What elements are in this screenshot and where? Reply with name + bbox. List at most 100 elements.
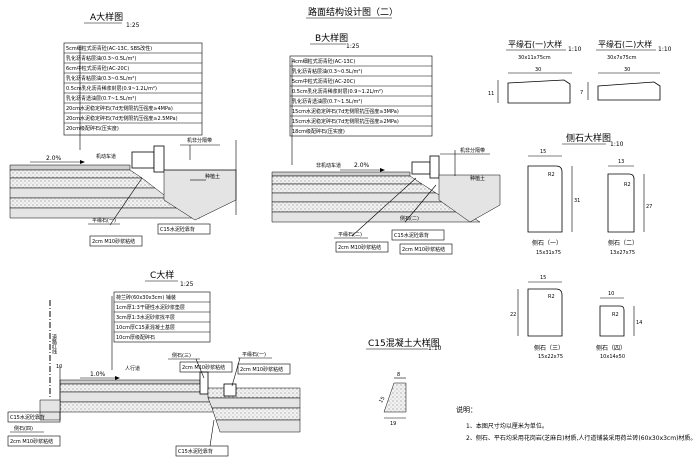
side-stone-4-size: 10x14x50 [600, 354, 625, 360]
c15-dim-bottom: 19 [390, 421, 396, 427]
c15-dim-top: 8 [397, 372, 400, 378]
side-stone-1-dim-w: 15 [540, 149, 546, 155]
detail-b-mortar-box [335, 241, 389, 253]
flat-stone-2-dim-w: 30 [624, 67, 630, 73]
side-stone-2-radius: R2 [624, 182, 631, 188]
detail-b-sep: 机非分隔带 [460, 147, 485, 154]
detail-c-walk: 人行道 [125, 365, 140, 372]
detail-b-soil: 种植土 [470, 175, 485, 182]
detail-c-mortar3-box [179, 361, 233, 373]
side-stone-1-size: 15x31x75 [536, 250, 561, 256]
detail-a-layer: 6cm中粒式沥青砼(AC-20C) [66, 65, 129, 72]
detail-a-layer: 20cm级配碎石(压实度) [66, 125, 119, 132]
detail-b-curb [411, 161, 431, 175]
detail-b-mortar2-box [399, 243, 453, 255]
side-stone-2-label: 侧石（二） [608, 239, 638, 247]
detail-c-concrete-right-box [175, 445, 229, 457]
detail-c-mortar3: 2cm M10砂浆粘结 [182, 364, 225, 371]
detail-b-mortar: 2cm M10砂浆粘结 [338, 244, 381, 251]
detail-a-layer: 5cm细粒式沥青砼(AC-13C, SBS改性) [66, 45, 152, 52]
detail-c-concrete-right: C15水泥砼靠背 [178, 448, 213, 455]
detail-c-layer: 荷兰砖(60x30x3cm) 铺装 [116, 294, 176, 301]
detail-b-concrete: C15水泥砼靠背 [394, 232, 429, 239]
detail-b: B大样图 1:25 4cm细粒式沥青砼(AC-13C) 乳化沥青粘层油(0.3~… [271, 32, 501, 255]
detail-a-layer: 乳化沥青透油层(0.7~1.5L/m²) [66, 95, 136, 102]
detail-b-layer: 乳化沥青粘层油(0.3~0.5L/m²) [292, 68, 362, 75]
side-stone-1-dim-h: 31 [574, 198, 580, 204]
detail-b-scale: 1:25 [346, 43, 360, 50]
side-stone-4-dim-h: 14 [636, 320, 642, 326]
flat-stone-2-heading: 平缘石(二)大样 [598, 39, 652, 49]
side-stone-2-shape [607, 173, 635, 233]
side-stone-1-shape [527, 165, 563, 233]
flat-stone-1-dim-h: 11 [488, 91, 494, 97]
detail-b-layer: 5cm中粒式沥青砼(AC-20C) [292, 78, 355, 85]
detail-a-layer: 20cm水泥稳定碎石(7d无侧限抗压强度≥2.5MPa) [66, 115, 178, 122]
detail-a-pavement: 2.0% 机动车道 机非分隔带 种植土 [9, 137, 237, 221]
flat-stone-2: 平缘石(二)大样 1:10 30x7x75cm 30 7 [580, 39, 672, 101]
side-stone-4-label: 侧石（四） [596, 344, 626, 352]
detail-c-concrete-left-box [7, 411, 61, 423]
flat-stone-1-dim-w: 30 [535, 67, 541, 73]
detail-a-layer: 乳化沥青粘层油(0.3~0.5L/m²) [66, 75, 136, 82]
c15-scale: 1:10 [428, 345, 442, 352]
c15-heading: C15混凝土大样图 [368, 337, 440, 349]
detail-a-side-stone [153, 145, 165, 173]
notes: 说明： 1、本图尺寸均以厘米为单位。 2、侧石、平石均采用花岗岩(芝麻白)材质,… [456, 405, 694, 442]
detail-a-layer-labels: 5cm细粒式沥青砼(AC-13C, SBS改性) 乳化沥青粘层油(0.3~0.5… [63, 42, 203, 150]
detail-a-layer: 20cm水泥稳定碎石(7d无侧限抗压强度≥4MPa) [66, 105, 173, 112]
side-stone-4-radius: R2 [612, 312, 619, 318]
detail-c-mortar4-box [237, 363, 291, 375]
side-stone-scale: 1:10 [610, 141, 624, 148]
detail-c-slope: 1.0% [90, 371, 106, 378]
detail-b-layer: 4cm细粒式沥青砼(AC-13C) [292, 58, 355, 65]
flat-stone-1-scale: 1:10 [568, 46, 582, 53]
notes-title: 说明： [456, 405, 477, 414]
detail-c-mortar5-box [7, 435, 61, 447]
detail-c-mortar4: 2cm M10砂浆粘结 [240, 366, 283, 373]
detail-c-pavement: 1.0% 人行道 [39, 365, 301, 433]
detail-b-curb2: 侧石(二) [400, 215, 419, 222]
detail-a-heading: A大样图 [90, 11, 123, 23]
notes-item: 1、本图尺寸均以厘米为单位。 [466, 422, 548, 430]
detail-c-flat: 平缘石(一) [242, 351, 266, 358]
flat-stone-1: 平缘石(一)大样 1:10 30x11x75cm 30 11 [488, 39, 582, 104]
detail-a-sep: 机非分隔带 [187, 137, 212, 144]
detail-c-label-frame [113, 291, 211, 343]
detail-c-curb4: 侧石(四) [14, 425, 33, 432]
detail-b-concrete-box [391, 229, 445, 241]
detail-b-layer: 15cm水泥稳定碎石(7d无侧限抗压强度≥3MPa) [292, 108, 399, 115]
notes-item: 2、侧石、平石均采用花岗岩(芝麻白)材质,人行道铺装采用荷兰砖(60x30x3c… [466, 434, 694, 442]
flat-stone-2-size: 30x7x75cm [607, 55, 637, 61]
detail-b-layer: 15cm水泥稳定碎石(7d无侧限抗压强度≥2MPa) [292, 118, 399, 125]
detail-b-layer: 乳化沥青透油层(0.7~1.5L/m²) [292, 98, 362, 105]
c15-shape [383, 382, 407, 413]
side-stone-1-radius: R2 [548, 172, 555, 178]
side-stone-3-dim-h: 22 [510, 312, 516, 318]
detail-b-curb-label: 平缘石(二) [338, 231, 362, 238]
side-stone-3-size: 15x22x75 [538, 354, 563, 360]
detail-b-planting [438, 174, 501, 223]
detail-a-concrete-box [157, 223, 211, 235]
detail-c-heading: C大样 [150, 269, 174, 281]
detail-c-dim-10: 10 [56, 364, 62, 370]
side-stone-1-label: 侧石（一） [532, 239, 562, 247]
detail-b-lane: 非机动车道 [316, 162, 341, 169]
detail-c-concrete-left: C15水泥砼靠背 [10, 414, 45, 421]
detail-c-layer: 1cm厚1:3干硬性水泥砂浆垫层 [116, 304, 185, 311]
side-stone-3-dim-w: 15 [540, 275, 546, 281]
detail-a: A大样图 1:25 5cm细粒式沥青砼(AC-13C, SBS改性) 乳化沥青粘… [9, 11, 237, 247]
detail-a-slope: 2.0% [46, 155, 62, 162]
side-stone-2-size: 13x27x75 [610, 250, 635, 256]
detail-a-label-frame [63, 42, 203, 136]
detail-a-mortar: 2cm M10砂浆粘结 [92, 238, 135, 245]
detail-c-flat-stone [223, 383, 237, 397]
detail-a-curb-label: 平缘石(一) [92, 217, 116, 224]
flat-stone-1-size: 30x11x75cm [518, 55, 551, 61]
detail-a-scale: 1:25 [126, 22, 140, 29]
side-stone-4-shape [599, 305, 625, 337]
detail-c-red-line-label: 道路红线 [51, 333, 57, 354]
side-stone-3-label: 侧石（三） [534, 344, 564, 352]
detail-b-mortar2: 2cm M10砂浆粘结 [402, 246, 445, 253]
detail-b-slope: 2.0% [354, 162, 370, 169]
